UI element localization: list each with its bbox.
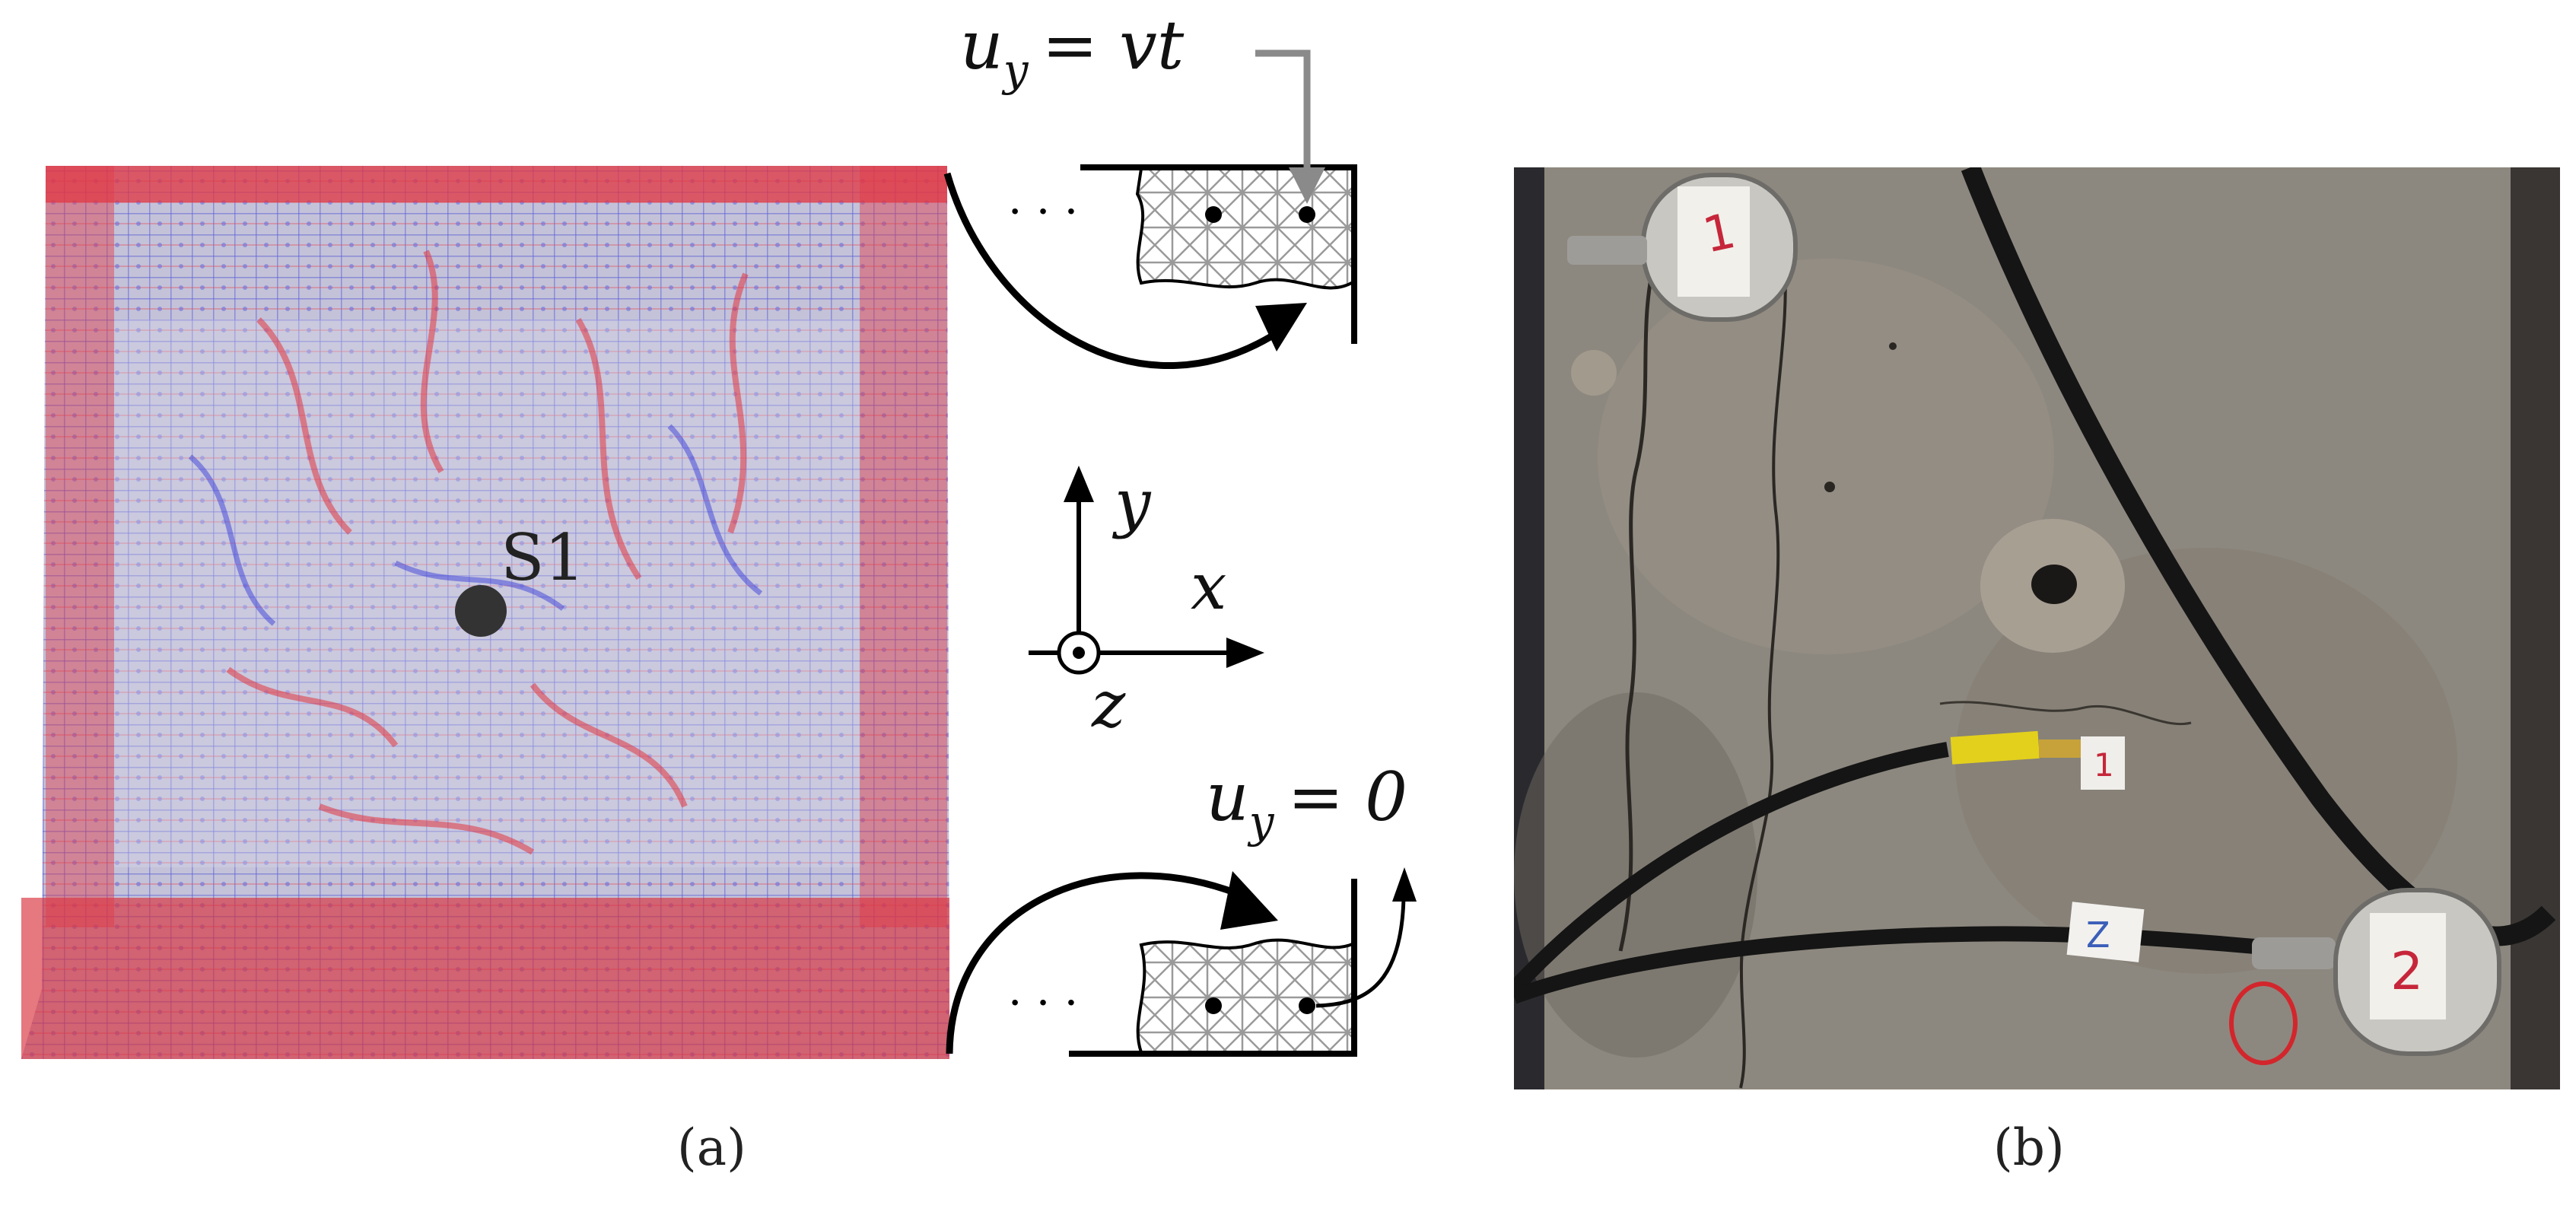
reaction-arrowhead — [1392, 867, 1417, 902]
crack-traces — [226, 250, 749, 855]
bottom-ellipsis: · · · — [1008, 977, 1078, 1029]
axis-label-y: y — [1111, 466, 1152, 540]
load-arrow — [1255, 49, 1311, 194]
specimen-border-left — [46, 166, 114, 927]
top-bc-equation: uy= vt — [960, 6, 1185, 96]
bottom-node-2 — [1299, 997, 1315, 1014]
bottom-wall — [1069, 879, 1357, 1057]
cable-z-tag-bg — [2066, 902, 2145, 962]
bottom-pointer-curve — [946, 872, 1249, 1054]
axis-label-z: z — [1091, 667, 1126, 742]
panel-a: S1 · · · uy= vt · · · — [21, 6, 1417, 1059]
cable-yellow-band — [1950, 730, 2040, 765]
sensor-1-small-label: 1 — [2094, 746, 2114, 784]
top-mesh-patch — [1135, 167, 1356, 290]
bottom-bc-lhs: u — [1206, 758, 1249, 836]
specimen-border-top — [46, 166, 947, 202]
crack-1 — [1618, 250, 1659, 952]
sensor-1-top-connector — [1567, 236, 1647, 265]
load-arrowhead — [1289, 167, 1325, 204]
drill-hole — [2031, 565, 2077, 604]
sensor-s1-label: S1 — [501, 520, 585, 595]
specimen-border-right — [860, 166, 947, 927]
photo-right-strip — [2511, 167, 2560, 1089]
caption-panel-a: (a) — [677, 1118, 746, 1177]
bottom-bc-lhs-sub: y — [1247, 796, 1275, 848]
top-node-1 — [1205, 206, 1222, 223]
y-axis-arrowhead — [1064, 466, 1094, 502]
sensor-s1-marker — [455, 585, 507, 637]
sensor-1-small-label-bg — [2081, 736, 2125, 790]
specimen-border-bottom — [21, 898, 949, 1059]
cable-z-tag-label: Z — [2086, 914, 2110, 956]
bottom-connector — [2252, 937, 2336, 969]
panel-b-photo: 1 1 Z 2 — [1514, 167, 2560, 1089]
cable-connector-gold — [2039, 739, 2085, 758]
reaction-curve — [1315, 897, 1406, 1008]
bottom-mesh-patch — [1136, 938, 1356, 1054]
bottom-bc-rhs: = 0 — [1287, 758, 1407, 836]
bottom-bc-equation: uy= 0 — [1206, 758, 1407, 848]
top-wall — [1080, 164, 1357, 344]
pit-3 — [1571, 350, 1617, 396]
crack-2 — [1739, 250, 1787, 1089]
sensor-2-label: 2 — [2390, 942, 2423, 1002]
top-boundary-inset: · · · uy= vt — [943, 6, 1357, 370]
particle-specimen — [21, 166, 949, 1059]
red-circle-mark — [2229, 981, 2298, 1065]
crack-3 — [1939, 701, 2192, 725]
bottom-node-1 — [1205, 997, 1222, 1014]
pit-1 — [1824, 482, 1835, 492]
top-bc-lhs-sub: y — [1001, 44, 1029, 96]
concrete-tone-2 — [1955, 548, 2457, 974]
caption-panel-b: (b) — [1993, 1118, 2065, 1177]
top-ellipsis: · · · — [1008, 186, 1078, 237]
top-node-2 — [1299, 206, 1315, 223]
sensor-2-label-bg — [2370, 913, 2446, 1019]
top-bc-lhs: u — [960, 6, 1003, 84]
z-axis-dot — [1073, 647, 1085, 659]
x-axis-arrowhead — [1226, 638, 1264, 668]
cable-middle — [1514, 742, 1949, 994]
pit-2 — [1889, 342, 1897, 350]
top-bc-rhs: = vt — [1042, 6, 1184, 84]
sensor-1-top-label-bg — [1678, 186, 1750, 297]
blue-traces — [188, 424, 763, 626]
coordinate-axes: y x z — [1029, 466, 1264, 742]
bottom-pointer-arrowhead — [1220, 871, 1278, 930]
concrete-tone-1 — [1598, 259, 2054, 654]
bottom-boundary-inset: · · · uy= 0 — [946, 758, 1417, 1057]
top-pointer-curve — [943, 172, 1288, 370]
axis-label-x: x — [1191, 549, 1226, 624]
top-pointer-arrowhead — [1255, 303, 1307, 351]
